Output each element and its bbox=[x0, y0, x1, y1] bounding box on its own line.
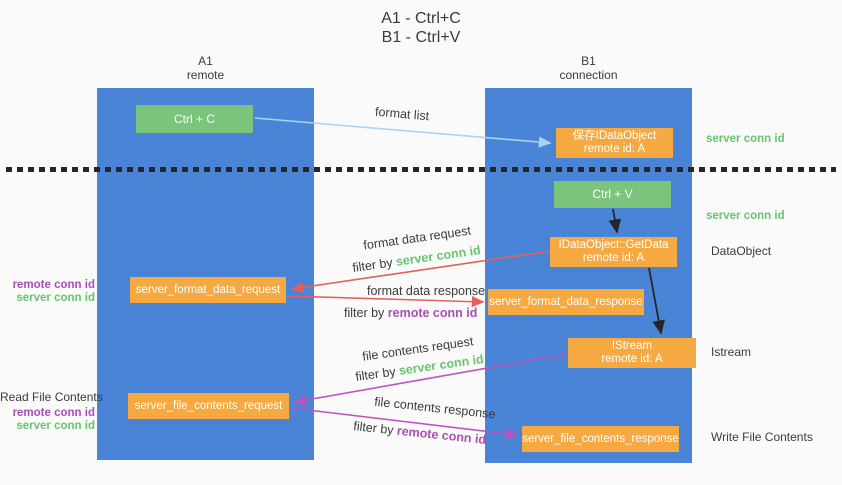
title-line-ctrl-v: B1 - Ctrl+V bbox=[381, 29, 461, 46]
annot-remote-conn-id-file: remote conn id bbox=[12, 407, 95, 419]
file-response-label: server_file_contents_response bbox=[522, 432, 679, 445]
annot-write-file-contents: Write File Contents bbox=[711, 430, 813, 444]
server-format-data-request-node: server_format_data_request bbox=[130, 277, 286, 303]
store-idataobject-node: 保存IDataObject remote id: A bbox=[556, 128, 673, 158]
remote-conn-id-key: remote conn id bbox=[387, 306, 478, 320]
server-file-contents-response-node: server_file_contents_response bbox=[522, 426, 679, 452]
flow-label-filter-file-response: filter by remote conn id bbox=[353, 419, 487, 448]
ctrl-v-node: Ctrl + V bbox=[554, 181, 671, 208]
filter-by-text: filter by bbox=[354, 363, 400, 384]
annot-server-conn-id-format: server conn id bbox=[16, 292, 95, 304]
annot-read-file-contents: Read File Contents bbox=[0, 390, 103, 404]
remote-conn-id-key: remote conn id bbox=[396, 423, 487, 447]
flow-label-file-contents-response: file contents response bbox=[373, 394, 497, 422]
getdata-line2: remote id: A bbox=[582, 252, 645, 264]
dashed-divider-line bbox=[6, 167, 836, 172]
store-idataobject-line2: remote id: A bbox=[583, 143, 646, 155]
annot-server-conn-id-store: server conn id bbox=[706, 133, 785, 145]
file-request-label: server_file_contents_request bbox=[134, 399, 283, 412]
lane-header-a1: A1 bbox=[198, 54, 213, 68]
lane-header-b1-connection: B1 connection bbox=[485, 54, 692, 82]
filter-by-text: filter by bbox=[352, 419, 398, 438]
ctrl-c-node: Ctrl + C bbox=[136, 105, 253, 133]
format-request-label: server_format_data_request bbox=[135, 283, 281, 296]
flow-label-format-list: format list bbox=[374, 104, 430, 124]
annot-dataobject: DataObject bbox=[711, 244, 772, 258]
filter-by-text: filter by bbox=[344, 306, 388, 320]
server-format-data-response-node: server_format_data_response bbox=[488, 289, 644, 315]
istream-node: IStream remote id: A bbox=[568, 338, 696, 368]
diagram-title: A1 - Ctrl+C B1 - Ctrl+V bbox=[0, 9, 842, 47]
lane-header-b1: B1 bbox=[581, 54, 596, 68]
format-response-label: server_format_data_response bbox=[489, 295, 643, 308]
istream-line2: remote id: A bbox=[601, 353, 663, 365]
filter-by-text: filter by bbox=[351, 254, 397, 275]
annot-server-conn-id-file: server conn id bbox=[16, 420, 95, 432]
annot-remote-conn-id-format: remote conn id bbox=[12, 279, 95, 291]
store-idataobject-line1: 保存IDataObject bbox=[572, 130, 657, 142]
istream-line1: IStream bbox=[611, 340, 653, 352]
annot-server-conn-id-paste: server conn id bbox=[706, 210, 785, 222]
lane-header-connection: connection bbox=[559, 68, 618, 82]
lane-header-remote: remote bbox=[186, 68, 225, 82]
idataobject-getdata-node: IDataObject::GetData remote id: A bbox=[550, 237, 677, 267]
annot-istream: Istream bbox=[711, 345, 752, 359]
title-line-ctrl-c: A1 - Ctrl+C bbox=[381, 10, 461, 27]
getdata-line1: IDataObject::GetData bbox=[558, 239, 669, 251]
ctrl-c-label: Ctrl + C bbox=[173, 111, 215, 126]
flow-label-format-data-response: format data response bbox=[367, 284, 486, 298]
lane-header-a1-remote: A1 remote bbox=[97, 54, 314, 82]
flow-label-filter-format-response: filter by remote conn id bbox=[344, 306, 477, 321]
ctrl-v-label: Ctrl + V bbox=[592, 187, 633, 201]
server-file-contents-request-node: server_file_contents_request bbox=[128, 393, 289, 419]
